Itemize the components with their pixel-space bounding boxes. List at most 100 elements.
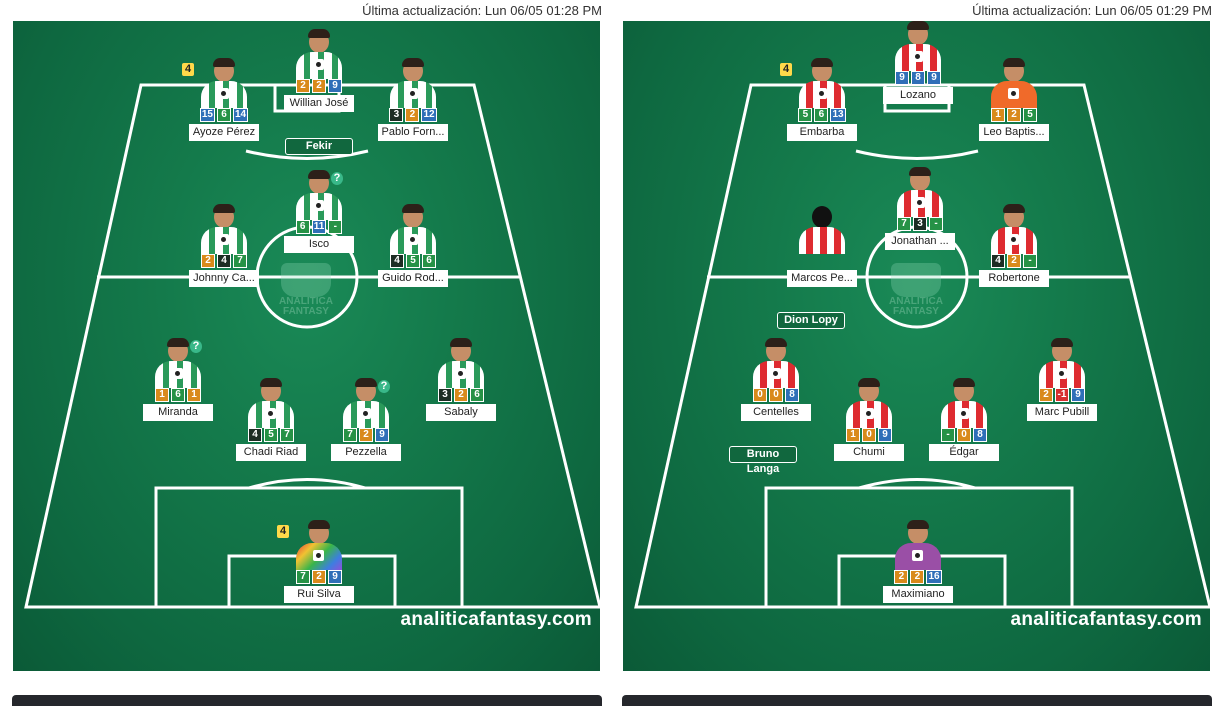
player-card[interactable]: Marcos Pe... (777, 204, 867, 334)
player-name: Marc Pubill (1027, 404, 1097, 421)
player-photo (296, 170, 342, 220)
doubt-question-icon: ? (378, 380, 390, 393)
points-pill: 16 (926, 570, 942, 584)
points-pill: 6 (217, 108, 231, 122)
player-photo (438, 338, 484, 388)
panel-footer-right (622, 695, 1212, 706)
points-pill: 11 (311, 220, 327, 234)
player-name: Rui Silva (284, 586, 354, 603)
points-pill: 9 (328, 570, 342, 584)
substitute-tag[interactable]: Fekir (285, 138, 353, 155)
points-pill: 1 (187, 388, 201, 402)
points-pill: 5 (264, 428, 278, 442)
pitch-lines (24, 83, 600, 609)
captain-flag-badge: 4 (780, 63, 792, 76)
points-pill: 6 (470, 388, 484, 402)
player-name: Leo Baptis... (979, 124, 1049, 141)
points-pill: 9 (328, 79, 342, 93)
points-pill: - (929, 217, 943, 231)
player-photo (753, 338, 799, 388)
player-photo (941, 378, 987, 428)
crest-text: ANALITICA FANTASY (279, 296, 333, 317)
points-pill: 7 (343, 428, 357, 442)
points-pill: 12 (421, 108, 437, 122)
player-photo (390, 204, 436, 254)
points-pill: 3 (913, 217, 927, 231)
points-pill: 7 (296, 570, 310, 584)
points-pill: 9 (375, 428, 389, 442)
player-photo (155, 338, 201, 388)
player-name: Chadi Riad (236, 444, 306, 461)
points-pill: 9 (878, 428, 892, 442)
player-name: Jonathan ... (885, 233, 955, 250)
points-pill: 9 (927, 71, 941, 85)
player-photo (201, 58, 247, 108)
points-pill: 5 (406, 254, 420, 268)
points-pill: 2 (312, 79, 326, 93)
player-name: Miranda (143, 404, 213, 421)
points-pill: 15 (199, 108, 215, 122)
player-name: Guido Rod... (378, 270, 448, 287)
player-photo (248, 378, 294, 428)
lineup-pitch-almeria: ANALITICA FANTASY analiticafantasy.com 9… (623, 21, 1210, 671)
points-pill: 2 (1007, 108, 1021, 122)
player-photo (390, 58, 436, 108)
points-pill: 3 (389, 108, 404, 122)
points-pill: 3 (438, 388, 452, 402)
points-pill: 4 (390, 254, 404, 268)
points-pill: 2 (296, 79, 310, 93)
player-name: Marcos Pe... (787, 270, 857, 287)
points-pill: 6 (814, 108, 829, 122)
brand-watermark: analiticafantasy.com (1010, 609, 1202, 630)
player-photo (296, 520, 342, 570)
points-pill: - (328, 220, 343, 234)
points-pill: 0 (769, 388, 783, 402)
player-name: Willian José (284, 95, 354, 112)
points-pill: 7 (897, 217, 911, 231)
last-updated-left: Última actualización: Lun 06/05 01:28 PM (362, 3, 602, 18)
points-pill: 1 (991, 108, 1005, 122)
player-photo (799, 204, 845, 254)
points-pill: 8 (973, 428, 987, 442)
substitute-tag[interactable]: Dion Lopy (777, 312, 845, 329)
points-pill: 2 (359, 428, 373, 442)
player-name: Embarba (787, 124, 857, 141)
points-pill: 8 (785, 388, 799, 402)
doubt-question-icon: ? (190, 340, 202, 353)
analiticafantasy-crest: ANALITICA FANTASY (871, 263, 961, 333)
points-pill: 6 (422, 254, 436, 268)
points-pill: 2 (312, 570, 326, 584)
substitute-tag[interactable]: Bruno Langa (729, 446, 797, 475)
